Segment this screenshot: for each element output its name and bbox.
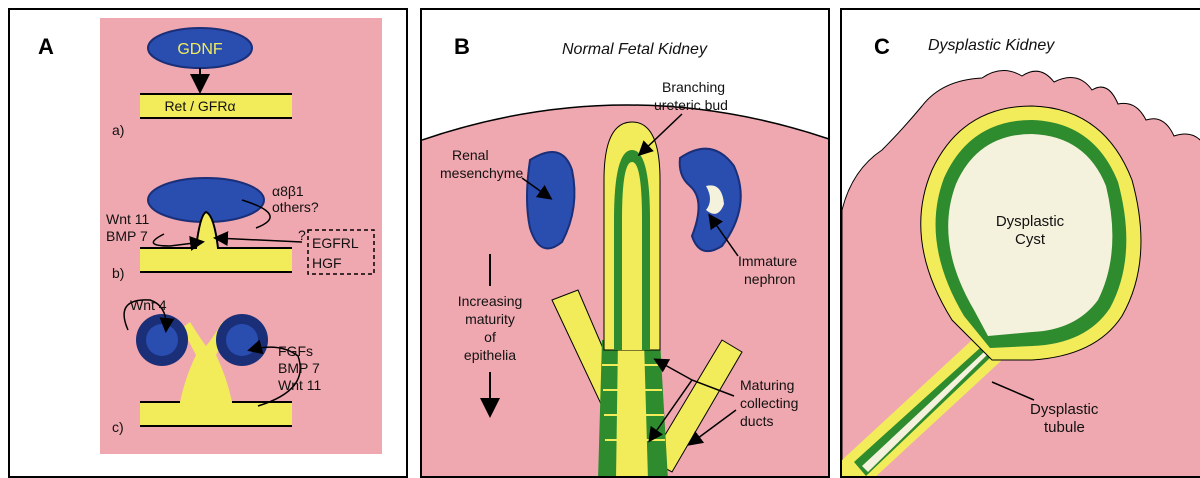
maturing-label-3: ducts <box>740 413 773 429</box>
panel-b-svg: B Normal Fetal Kidney Branching ureteric… <box>422 10 830 478</box>
panel-c-letter: C <box>874 34 890 59</box>
fgfs-label: FGFs <box>278 343 313 359</box>
bmp7-label-c: BMP 7 <box>278 360 320 376</box>
panel-a-svg: A GDNF Ret / GFRα a) α8β1 others? Wnt 11… <box>10 10 408 478</box>
nephron-left-inner <box>146 324 178 356</box>
maturing-label-1: Maturing <box>740 377 794 393</box>
receptor-label: Ret / GFRα <box>164 98 235 114</box>
question-label: ? <box>298 227 306 243</box>
panel-c: C Dysplastic Kidney Dysplastic Cyst Dysp… <box>840 8 1200 478</box>
renal-label-2: mesenchyme <box>440 165 523 181</box>
panel-a: A GDNF Ret / GFRα a) α8β1 others? Wnt 11… <box>8 8 408 478</box>
cyst-label-1: Dysplastic <box>996 213 1065 230</box>
maturity-label-4: epithelia <box>464 347 516 363</box>
maturity-label-1: Increasing <box>458 293 523 309</box>
step-a-label: a) <box>112 122 124 138</box>
maturing-label-2: collecting <box>740 395 798 411</box>
panel-b: B Normal Fetal Kidney Branching ureteric… <box>420 8 830 478</box>
maturity-label-2: maturity <box>465 311 515 327</box>
ureteric-bud-lumen <box>622 162 642 350</box>
panel-c-svg: C Dysplastic Kidney Dysplastic Cyst Dysp… <box>842 10 1200 478</box>
others-label: others? <box>272 199 319 215</box>
immature-label-1: Immature <box>738 253 797 269</box>
nephron-right-inner <box>226 324 258 356</box>
panel-a-letter: A <box>38 34 54 59</box>
egfrl-label: EGFRL <box>312 235 359 251</box>
wnt4-label: Wnt 4 <box>130 297 167 313</box>
wnt11-label-b: Wnt 11 <box>106 211 150 227</box>
wnt11-label-c: Wnt 11 <box>278 377 322 393</box>
bmp7-label-b: BMP 7 <box>106 228 148 244</box>
panel-c-title: Dysplastic Kidney <box>928 37 1055 54</box>
hgf-label: HGF <box>312 255 342 271</box>
panel-b-title: Normal Fetal Kidney <box>562 41 708 58</box>
step-b-label: b) <box>112 265 124 281</box>
cyst-label-2: Cyst <box>1015 231 1046 248</box>
integrin-label: α8β1 <box>272 183 304 199</box>
immature-label-2: nephron <box>744 271 795 287</box>
gdnf-label: GDNF <box>177 41 223 58</box>
tubule-label-1: Dysplastic <box>1030 401 1099 418</box>
tubule-label-2: tubule <box>1044 419 1085 436</box>
branching-label-2: ureteric bud <box>654 97 728 113</box>
renal-label-1: Renal <box>452 147 489 163</box>
panel-b-letter: B <box>454 34 470 59</box>
step-c-label: c) <box>112 419 124 435</box>
duct-trunk-lumen <box>616 340 648 478</box>
maturity-label-3: of <box>484 329 496 345</box>
branching-label-1: Branching <box>662 79 725 95</box>
